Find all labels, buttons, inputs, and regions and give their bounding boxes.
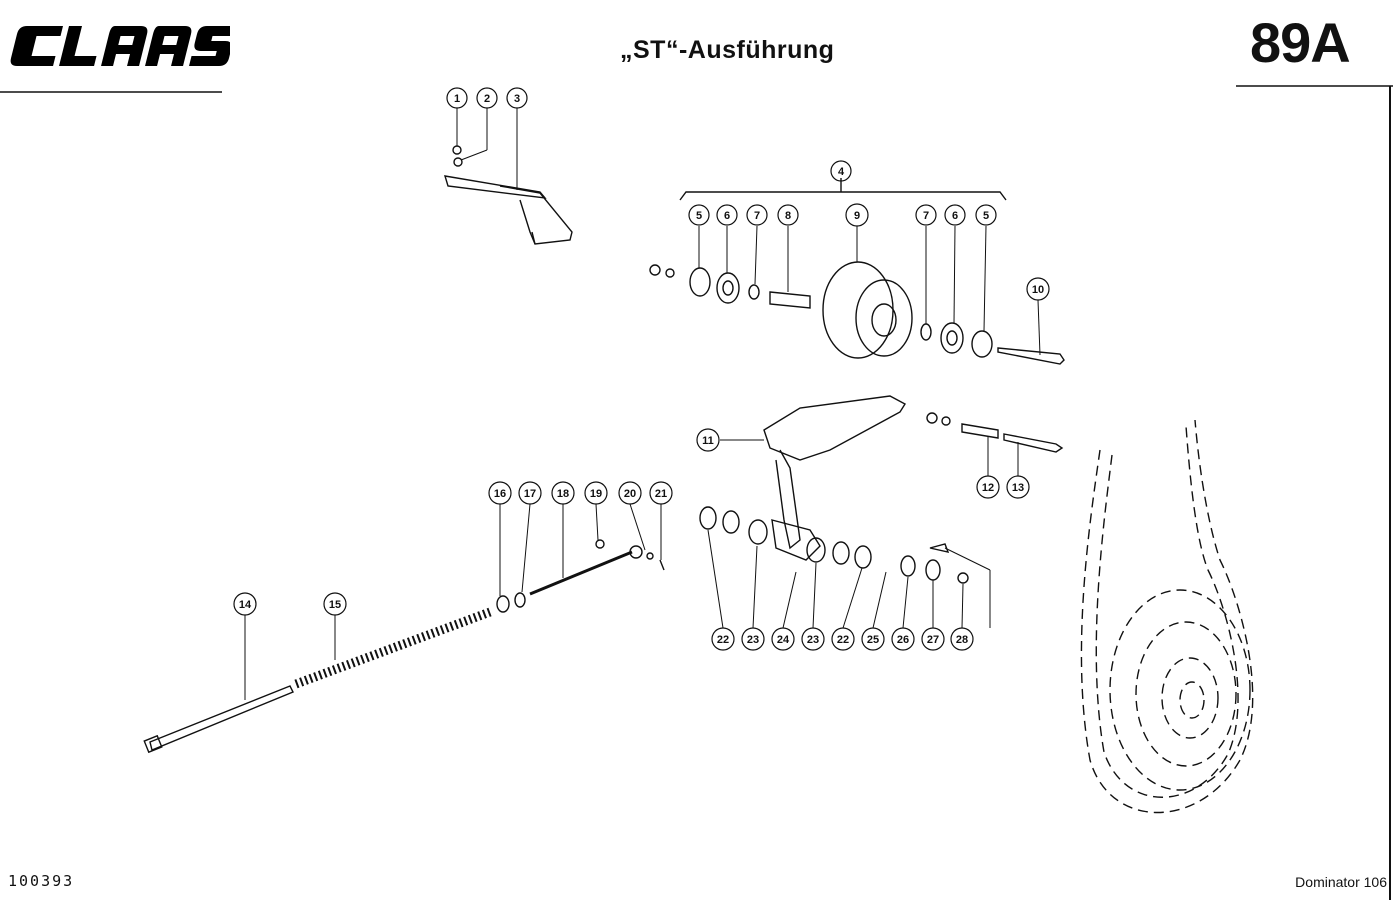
- callout-label: 1: [454, 93, 460, 105]
- callout-label: 11: [702, 435, 714, 447]
- callout-label: 22: [717, 634, 729, 646]
- callout-label: 18: [557, 488, 569, 500]
- page-title: „ST“-Ausführung: [620, 36, 835, 64]
- callout-label: 25: [867, 634, 879, 646]
- bracket-part-3: [444, 145, 573, 245]
- callout-label: 28: [956, 634, 968, 646]
- callout-label: 21: [655, 488, 667, 500]
- callout-label: 14: [239, 599, 252, 611]
- document-number: 100393: [8, 872, 75, 890]
- spring-rod-assembly: [143, 539, 665, 754]
- callout-label: 6: [952, 210, 958, 222]
- callout-label: 7: [923, 210, 929, 222]
- leader-lines: [244, 108, 1041, 700]
- callout-label: 23: [807, 634, 819, 646]
- claas-logo: [10, 26, 230, 66]
- callout-circles: [233, 87, 1050, 651]
- belt-drive-outline: [1080, 419, 1254, 814]
- callout-label: 23: [747, 634, 759, 646]
- callout-label: 19: [590, 488, 602, 500]
- callout-label: 5: [696, 210, 702, 222]
- pulley-assembly: [649, 261, 1065, 365]
- callout-labels: 1 2 3 4 5 6 7 8 9 7 6 5 10 11 12 13 14 1…: [239, 93, 1044, 646]
- callout-label: 17: [524, 488, 536, 500]
- callout-label: 26: [897, 634, 909, 646]
- callout-label: 27: [927, 634, 939, 646]
- callout-label: 4: [838, 166, 845, 178]
- callout-label: 10: [1032, 284, 1044, 296]
- page-number: 89A: [1250, 11, 1351, 74]
- callout-label: 5: [983, 210, 989, 222]
- callout-label: 24: [777, 634, 790, 646]
- callout-label: 16: [494, 488, 506, 500]
- callout-label: 13: [1012, 482, 1024, 494]
- callout-label: 8: [785, 210, 791, 222]
- callout-label: 20: [624, 488, 636, 500]
- callout-label: 2: [484, 93, 490, 105]
- callout-label: 7: [754, 210, 760, 222]
- bushings-and-washers: [699, 506, 969, 584]
- callout-label: 6: [724, 210, 730, 222]
- group-bracket-4: [679, 191, 1007, 201]
- callout-label: 3: [514, 93, 520, 105]
- callout-label: 15: [329, 599, 341, 611]
- callout-label: 12: [982, 482, 994, 494]
- tensioner-arm-part-11: [763, 395, 1064, 561]
- callout-label: 22: [837, 634, 849, 646]
- model-name: Dominator 106: [1295, 874, 1387, 890]
- callout-label: 9: [854, 210, 860, 222]
